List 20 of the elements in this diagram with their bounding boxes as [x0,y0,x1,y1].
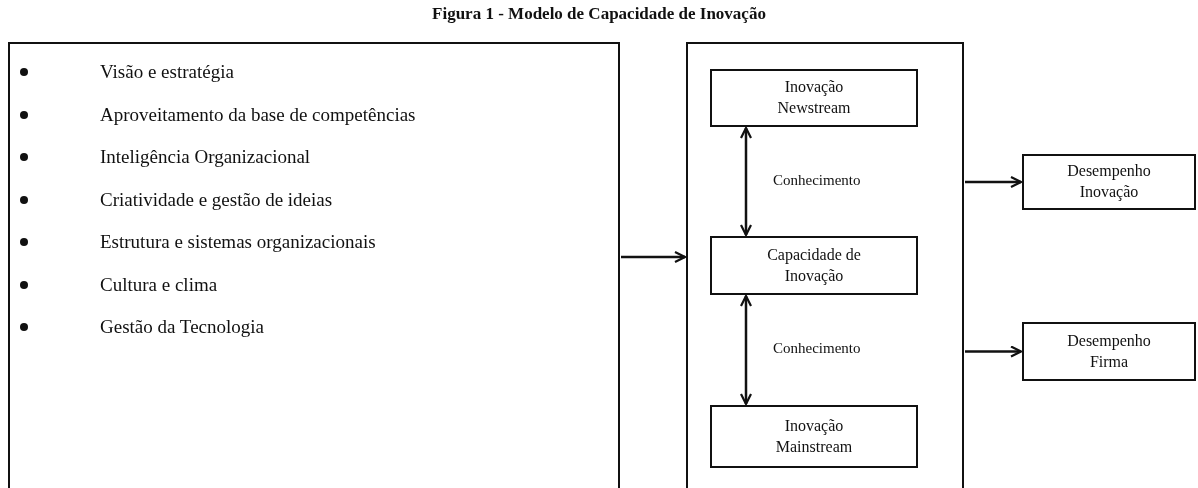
list-item-text: Criatividade e gestão de ideias [100,188,333,211]
capability-container-box [686,42,964,488]
list-item-text: Gestão da Tecnologia [100,316,264,338]
arrow [621,250,687,264]
list-item-text: Inteligência Organizacional [100,146,311,168]
process-box: Desempenho Firma [1022,322,1196,381]
list-item-text: Aproveitamento da base de competências [100,103,416,126]
list-item-text: Visão e estratégia [100,61,234,83]
process-box: Inovação Newstream [710,69,918,127]
process-box: Inovação Mainstream [710,405,918,468]
factor-list-box [8,42,620,488]
arrow [739,126,753,237]
arrow [739,294,753,406]
arrow [965,345,1023,358]
process-box: Desempenho Inovação [1022,154,1196,210]
figure-title: Figura 1 - Modelo de Capacidade de Inovação [431,4,767,24]
process-box: Capacidade de Inovação [710,236,918,295]
list-item-text: Estrutura e sistemas organizacionais [100,231,376,253]
list-item-text: Cultura e clima [100,273,218,296]
arrow [965,175,1023,189]
